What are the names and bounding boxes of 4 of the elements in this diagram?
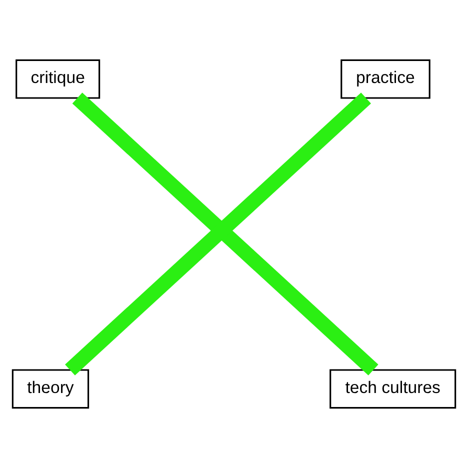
node-box: theory (12, 368, 90, 408)
node-box: tech cultures (330, 368, 456, 408)
node-box: practice (340, 58, 430, 98)
node-box: critique (16, 58, 100, 98)
